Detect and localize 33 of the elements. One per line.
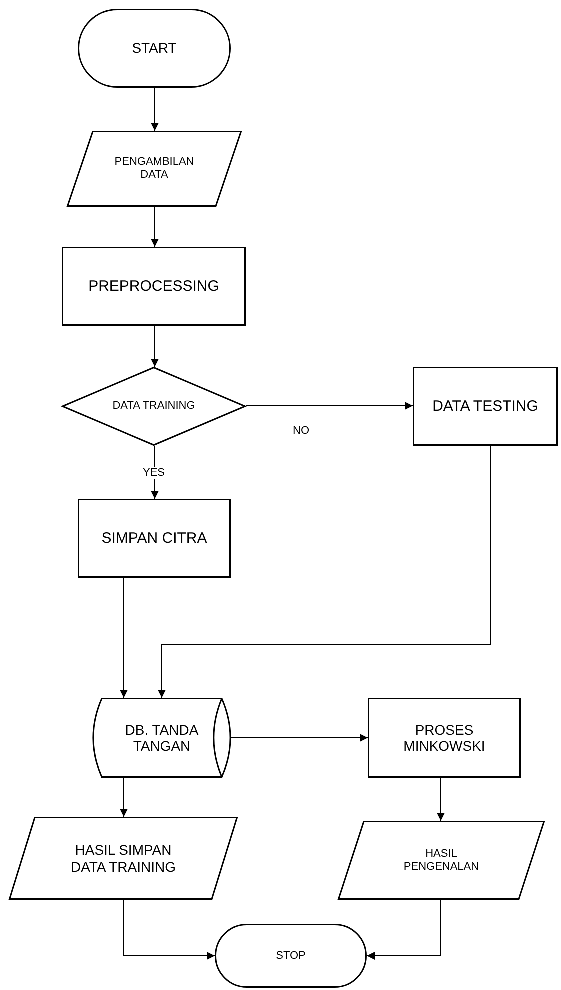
node-label: DB. TANDA TANGAN bbox=[124, 722, 200, 754]
arrow bbox=[158, 446, 492, 698]
arrow bbox=[230, 734, 368, 742]
arrow bbox=[124, 900, 216, 960]
node-label: START bbox=[132, 40, 177, 57]
edge-label: YES bbox=[142, 467, 166, 480]
node-label: HASIL PENGENALAN bbox=[402, 848, 480, 874]
node-label: DATA TRAINING bbox=[112, 400, 196, 413]
arrow bbox=[366, 900, 442, 960]
data-parallelogram bbox=[9, 817, 238, 900]
node-label: PREPROCESSING bbox=[88, 278, 220, 296]
arrow bbox=[151, 88, 159, 132]
arrow bbox=[246, 402, 414, 410]
arrow bbox=[120, 578, 128, 698]
process-box bbox=[62, 247, 246, 326]
arrow bbox=[151, 326, 159, 368]
process-box bbox=[413, 367, 558, 446]
arrow bbox=[151, 206, 159, 248]
process-box bbox=[78, 499, 231, 578]
node-label: DATA TESTING bbox=[432, 398, 538, 416]
arrow bbox=[437, 778, 445, 822]
node-label: HASIL SIMPAN DATA TRAINING bbox=[70, 842, 177, 875]
node-label: STOP bbox=[276, 950, 306, 962]
data-parallelogram bbox=[67, 131, 242, 207]
edge-label: NO bbox=[292, 425, 310, 438]
node-label: PENGAMBILAN DATA bbox=[114, 156, 196, 182]
database-cylinder bbox=[93, 698, 231, 778]
node-label: SIMPAN CITRA bbox=[102, 530, 208, 548]
arrow bbox=[120, 778, 128, 818]
process-box bbox=[368, 698, 521, 778]
node-label: PROSES MINKOWSKI bbox=[402, 722, 486, 754]
decision-diamond bbox=[62, 367, 246, 446]
data-parallelogram bbox=[338, 821, 545, 900]
